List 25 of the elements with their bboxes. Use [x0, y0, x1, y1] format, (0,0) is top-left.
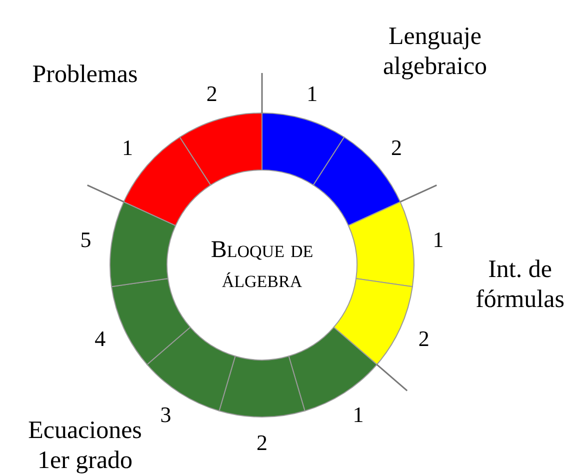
donut-segment	[312, 136, 401, 226]
segment-number: 2	[256, 432, 268, 454]
donut-segment	[348, 201, 414, 288]
group-label: Int. de fórmulas	[474, 255, 566, 315]
group-label: Lenguaje algebraico	[382, 22, 488, 82]
segment-number: 3	[160, 404, 172, 426]
group-label: Problemas	[31, 60, 139, 90]
donut-segment	[111, 278, 191, 366]
donut-segment	[262, 112, 345, 186]
donut-segment	[179, 112, 262, 186]
segment-number: 4	[94, 328, 106, 350]
segment-number: 1	[352, 404, 364, 426]
segment-number: 2	[418, 328, 430, 350]
segment-number: 5	[80, 228, 92, 251]
donut-segment	[218, 356, 306, 418]
donut-segment	[110, 201, 176, 288]
donut-segment	[123, 136, 212, 226]
donut-segment	[333, 278, 413, 366]
segment-number: 2	[206, 83, 218, 106]
segment-number: 2	[391, 137, 402, 160]
group-label: Ecuaciones 1er grado	[27, 416, 143, 476]
center-text: Bloque de álgebra	[210, 236, 314, 295]
segment-number: 1	[122, 137, 133, 160]
segment-number: 1	[432, 228, 444, 251]
segment-number: 1	[306, 83, 318, 106]
